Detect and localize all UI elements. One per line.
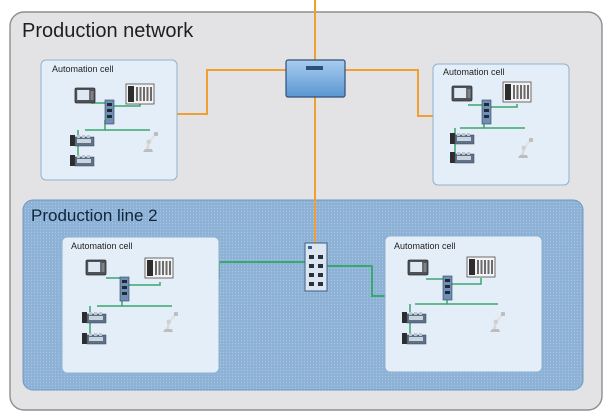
automation-cell-top-left <box>40 59 178 181</box>
hmi-panel-icon <box>451 85 473 102</box>
plc-rack-icon <box>466 256 496 278</box>
field-switch-icon <box>119 276 130 302</box>
plc-rack-icon <box>125 83 155 105</box>
field-switch-icon <box>104 99 115 125</box>
cell-title-top-right: Automation cell <box>443 67 505 77</box>
production-network-title: Production network <box>22 20 194 42</box>
plc-rack-icon <box>502 81 532 103</box>
plc-rack-icon <box>144 257 174 279</box>
line-switch-icon <box>304 242 328 292</box>
automation-cell-bottom-right <box>384 235 543 373</box>
production-line-title: Production line 2 <box>31 206 158 225</box>
automation-cell-top-right <box>432 63 570 186</box>
hmi-panel-icon <box>407 259 429 276</box>
field-switch-icon <box>481 99 492 125</box>
cell-title-top-left: Automation cell <box>52 64 114 74</box>
hmi-panel-icon <box>74 87 96 104</box>
central-router-icon <box>285 59 346 98</box>
field-switch-icon <box>442 275 453 301</box>
automation-cell-bottom-left <box>61 236 220 374</box>
cell-title-bottom-right: Automation cell <box>394 241 456 251</box>
hmi-panel-icon <box>85 259 107 276</box>
cell-title-bottom-left: Automation cell <box>71 241 133 251</box>
